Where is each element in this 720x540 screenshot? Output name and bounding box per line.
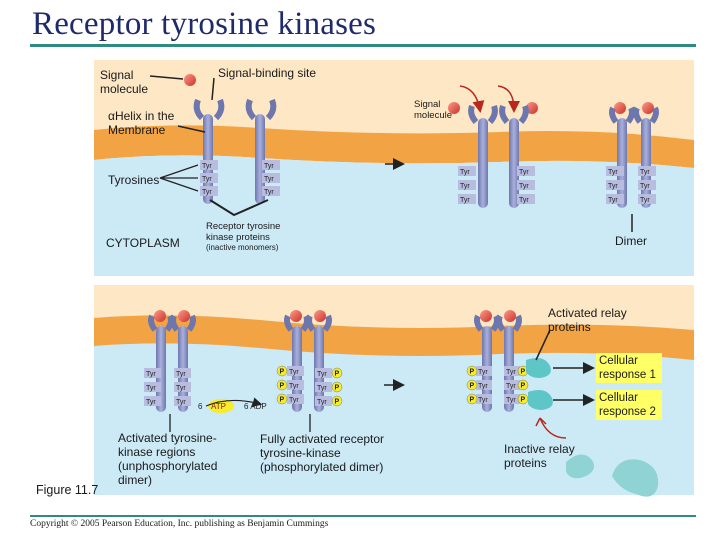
svg-text:Tyr: Tyr <box>289 397 299 404</box>
svg-text:P: P <box>521 369 526 376</box>
svg-text:P: P <box>280 397 285 404</box>
svg-text:Tyr: Tyr <box>202 189 212 196</box>
svg-text:P: P <box>470 369 475 376</box>
svg-text:P: P <box>280 369 285 376</box>
signal-molecule-icon-2 <box>448 102 460 114</box>
binding-site-pointer <box>211 77 215 101</box>
svg-text:P: P <box>335 385 340 392</box>
svg-text:Tyr: Tyr <box>146 371 156 378</box>
svg-text:Tyr: Tyr <box>640 183 650 190</box>
receptor-dimer: Tyr Tyr Tyr Tyr Tyr Tyr <box>606 102 659 208</box>
helix-pointer <box>177 125 206 133</box>
receptor-proteins-line3: (inactive monomers) <box>206 243 279 252</box>
cellular-response-1-box: Cellular response 1 <box>596 353 662 383</box>
title-rule <box>30 44 696 47</box>
svg-text:Tyr: Tyr <box>640 169 650 176</box>
svg-text:P: P <box>470 383 475 390</box>
svg-text:Tyr: Tyr <box>317 399 327 406</box>
svg-text:Tyr: Tyr <box>202 163 212 170</box>
cellular-response-2-box: Cellular response 2 <box>596 390 662 420</box>
relay-pointer <box>535 329 551 361</box>
copyright-notice: Copyright © 2005 Pearson Education, Inc.… <box>30 519 329 529</box>
svg-text:Tyr: Tyr <box>519 169 529 176</box>
svg-text:Tyr: Tyr <box>460 169 470 176</box>
svg-text:Tyr: Tyr <box>478 369 488 376</box>
svg-text:P: P <box>470 397 475 404</box>
signal-molecule-icon <box>184 74 196 86</box>
svg-text:Tyr: Tyr <box>176 371 186 378</box>
svg-text:Tyr: Tyr <box>264 189 274 196</box>
slide-title: Receptor tyrosine kinases <box>32 6 377 42</box>
bottom-rule <box>30 515 696 517</box>
svg-text:Tyr: Tyr <box>478 383 488 390</box>
label-fully-activated: Fully activated receptor tyrosine-kinase… <box>260 432 385 474</box>
svg-text:Tyr: Tyr <box>608 197 618 204</box>
svg-text:P: P <box>521 397 526 404</box>
receptor-pair-receiving: Tyr Tyr Tyr Tyr Tyr Tyr <box>458 104 535 208</box>
svg-text:Tyr: Tyr <box>146 399 156 406</box>
svg-text:Tyr: Tyr <box>264 176 274 183</box>
top-panel-background <box>94 60 694 276</box>
svg-text:P: P <box>280 383 285 390</box>
receptor-dimer-unphosphorylated: Tyr Tyr Tyr Tyr Tyr Tyr <box>144 310 196 412</box>
svg-text:Tyr: Tyr <box>146 385 156 392</box>
svg-text:Tyr: Tyr <box>460 183 470 190</box>
svg-text:Tyr: Tyr <box>176 385 186 392</box>
svg-text:Tyr: Tyr <box>478 397 488 404</box>
label-activated-relay: Activated relay proteins <box>548 306 627 334</box>
label-signal-binding-site: Signal-binding site <box>218 66 317 80</box>
label-cytoplasm: CYTOPLASM <box>106 236 180 250</box>
svg-text:Tyr: Tyr <box>460 197 470 204</box>
svg-text:P: P <box>335 399 340 406</box>
svg-text:Tyr: Tyr <box>289 383 299 390</box>
svg-text:6: 6 <box>198 402 203 411</box>
svg-text:Tyr: Tyr <box>317 371 327 378</box>
svg-text:Tyr: Tyr <box>506 383 516 390</box>
svg-text:Tyr: Tyr <box>506 369 516 376</box>
svg-text:Tyr: Tyr <box>608 169 618 176</box>
svg-text:Tyr: Tyr <box>289 369 299 376</box>
svg-text:Tyr: Tyr <box>506 397 516 404</box>
svg-text:Tyr: Tyr <box>640 197 650 204</box>
signal-arrow-left <box>459 85 485 113</box>
label-receptor-proteins: Receptor tyrosine kinase proteins (inact… <box>206 221 280 253</box>
svg-text:6 ADP: 6 ADP <box>244 402 267 411</box>
relay-inactive-arrowhead <box>535 417 547 427</box>
label-activated-regions: Activated tyrosine-kinase regions (unpho… <box>118 431 218 487</box>
label-tyrosines: Tyrosines <box>108 173 160 187</box>
receptor-dimer-with-relay: Tyr Tyr Tyr Tyr Tyr Tyr P P P P P P <box>466 310 553 412</box>
relay-inactive-arrow <box>539 417 567 439</box>
inactive-relay-protein-2 <box>612 459 659 497</box>
label-dimer: Dimer <box>615 234 647 248</box>
svg-text:Tyr: Tyr <box>176 399 186 406</box>
svg-text:P: P <box>521 383 526 390</box>
svg-text:Tyr: Tyr <box>264 163 274 170</box>
signal-arrow-right <box>497 85 520 113</box>
svg-text:Tyr: Tyr <box>202 176 212 183</box>
svg-text:Tyr: Tyr <box>608 183 618 190</box>
svg-text:Tyr: Tyr <box>519 197 529 204</box>
tyrosines-pointer <box>159 164 199 192</box>
figure-label: Figure 11.7 <box>36 483 99 497</box>
receptor-proteins-line1: Receptor tyrosine <box>206 221 281 232</box>
svg-text:ATP: ATP <box>211 402 226 411</box>
svg-text:P: P <box>335 371 340 378</box>
signal-molecule-icon-3 <box>526 102 538 114</box>
signal-molecule-pointer <box>149 75 184 80</box>
label-inactive-relay: Inactive relay proteins <box>504 442 575 470</box>
receptor-proteins-line2: kinase proteins <box>206 232 270 243</box>
tyrosine-labels-monomers: Tyr Tyr Tyr Tyr Tyr Tyr <box>200 160 280 196</box>
receptor-dimer-phosphorylated: Tyr Tyr Tyr Tyr Tyr Tyr P P P P P P <box>276 310 343 412</box>
label-helix: αHelix in the Membrane <box>108 109 175 137</box>
svg-text:Tyr: Tyr <box>317 385 327 392</box>
receptor-proteins-pointer <box>209 199 269 217</box>
label-signal-molecule-small: Signal molecule <box>414 99 453 121</box>
label-signal-molecule: Signal molecule <box>100 68 149 96</box>
inactive-relay-protein-1 <box>566 454 594 479</box>
svg-text:Tyr: Tyr <box>519 183 529 190</box>
atp-reaction: 6 ATP 6 ADP <box>198 397 267 413</box>
